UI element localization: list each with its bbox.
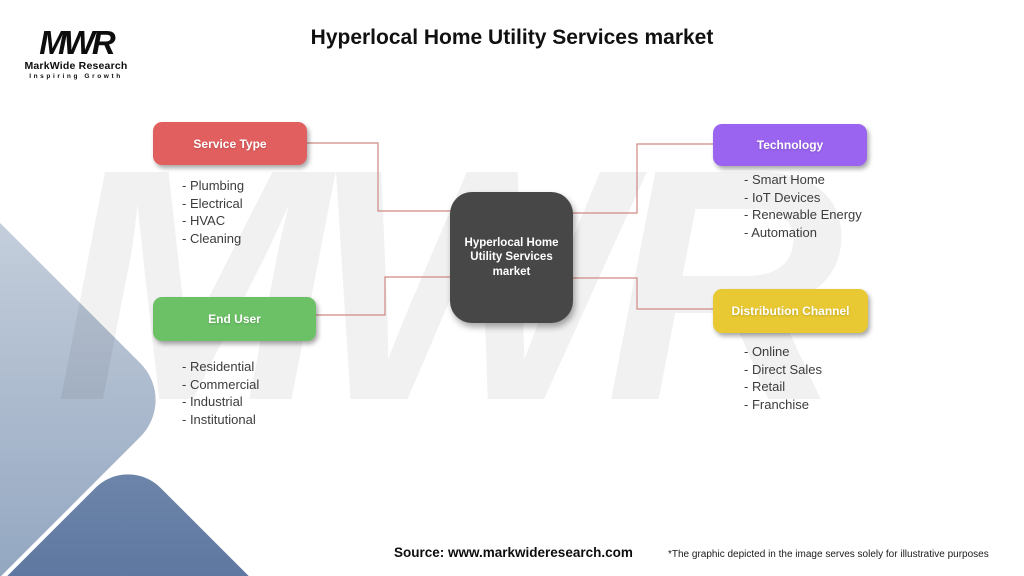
list-item: - Plumbing (182, 178, 245, 193)
branch-list-technology: - Smart Home - IoT Devices - Renewable E… (744, 171, 862, 241)
list-item: - Commercial (182, 376, 260, 392)
branch-box-distribution-channel: Distribution Channel (713, 289, 868, 333)
logo-mark-icon: MWR (39, 24, 115, 61)
list-item: - Retail (744, 379, 786, 394)
list-item: - Online (744, 344, 790, 359)
markwide-logo: MWR MarkWide Research Inspiring Growth (20, 24, 132, 81)
list-item: - HVAC (182, 213, 226, 228)
logo-name: MarkWide Research (24, 60, 128, 72)
list-item: - Institutional (182, 411, 256, 427)
list-item: - Direct Sales (744, 361, 823, 377)
branch-list-distribution-channel: - Online - Direct Sales - Retail - Franc… (744, 343, 822, 413)
logo-tagline: Inspiring Growth (29, 73, 123, 80)
source-text: Source: www.markwideresearch.com (394, 545, 633, 560)
branch-label-distribution-channel: Distribution Channel (731, 304, 850, 318)
branch-box-end-user: End User (153, 297, 316, 341)
connector-end-user (316, 276, 456, 316)
page-title: Hyperlocal Home Utility Services market (310, 26, 714, 49)
list-item: - Smart Home (744, 172, 825, 187)
list-item: - Cleaning (182, 230, 242, 246)
branch-list-end-user: - Residential - Commercial - Industrial … (182, 358, 259, 428)
branch-label-end-user: End User (208, 312, 261, 326)
disclaimer-text: *The graphic depicted in the image serve… (668, 549, 989, 560)
list-item: - Industrial (182, 394, 243, 409)
connector-technology (568, 143, 713, 214)
branch-box-service-type: Service Type (153, 122, 307, 165)
list-item: - Residential (182, 359, 255, 374)
center-node-label: Hyperlocal Home Utility Services market (464, 236, 559, 278)
branch-list-service-type: - Plumbing - Electrical - HVAC - Cleanin… (182, 177, 244, 247)
background-watermark-logo: MWR (55, 100, 844, 469)
branch-label-service-type: Service Type (193, 136, 267, 151)
list-item: - Renewable Energy (744, 207, 862, 222)
branch-box-technology: Technology (713, 124, 867, 166)
list-item: - Franchise (744, 396, 810, 412)
branch-label-technology: Technology (756, 138, 824, 152)
connector-service-type (307, 142, 456, 212)
list-item: - Automation (744, 224, 817, 240)
center-node: Hyperlocal Home Utility Services market (450, 192, 573, 323)
connector-distribution-channel (568, 277, 713, 310)
list-item: - Electrical (182, 195, 243, 211)
list-item: - IoT Devices (744, 189, 821, 205)
